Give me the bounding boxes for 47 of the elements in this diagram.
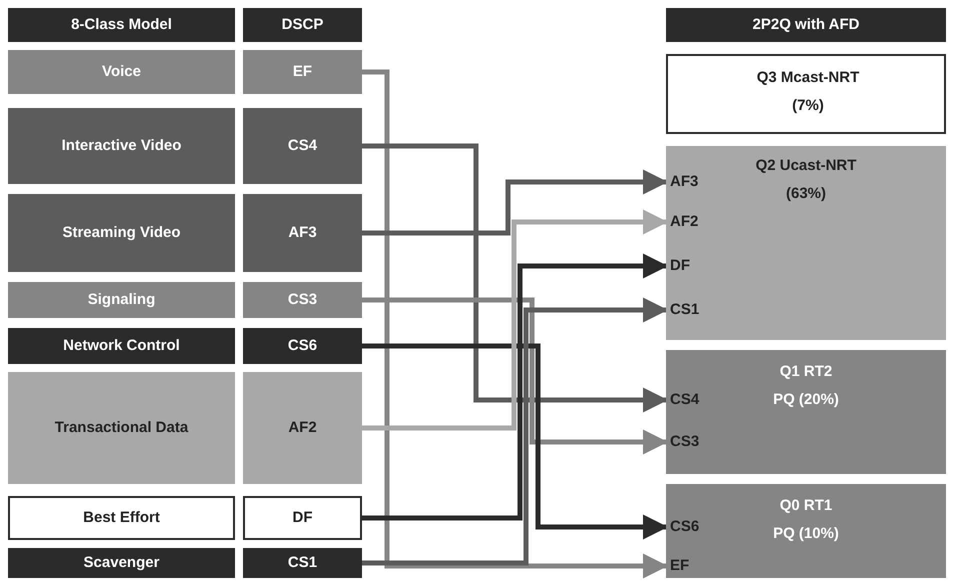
queue-title: (63%) <box>786 184 826 204</box>
class-box: Interactive Video <box>8 108 235 184</box>
column-header: 8-Class Model <box>8 8 235 42</box>
dscp-box: CS1 <box>243 548 362 578</box>
arrow <box>362 298 668 454</box>
queue-title: PQ (10%) <box>773 524 839 544</box>
arrow <box>362 344 668 540</box>
arrow <box>362 210 668 430</box>
column-header: DSCP <box>243 8 362 42</box>
arrow <box>362 298 668 566</box>
arrow <box>362 254 668 520</box>
queue-box <box>666 484 946 578</box>
dscp-box: CS6 <box>243 328 362 364</box>
queue-title: Q2 Ucast-NRT <box>756 156 856 176</box>
arrow <box>362 144 668 412</box>
class-box: Scavenger <box>8 548 235 578</box>
class-box: Signaling <box>8 282 235 318</box>
dscp-box: AF2 <box>243 372 362 484</box>
queue-label: CS3 <box>668 430 712 454</box>
class-box: Voice <box>8 50 235 94</box>
dscp-box: DF <box>243 496 362 540</box>
queue-label: AF2 <box>668 210 712 234</box>
dscp-box: AF3 <box>243 194 362 272</box>
column-header: 2P2Q with AFD <box>666 8 946 42</box>
arrow <box>362 170 668 236</box>
queue-label: CS1 <box>668 298 712 322</box>
queue-box <box>666 350 946 474</box>
queue-box <box>666 146 946 340</box>
queue-box <box>666 54 946 134</box>
dscp-box: CS4 <box>243 108 362 184</box>
class-box: Best Effort <box>8 496 235 540</box>
queue-title: (7%) <box>792 96 824 116</box>
queue-title: PQ (20%) <box>773 390 839 410</box>
dscp-box: CS3 <box>243 282 362 318</box>
queue-label: CS4 <box>668 388 712 412</box>
queue-label: EF <box>668 554 712 578</box>
class-box: Streaming Video <box>8 194 235 272</box>
arrow <box>362 70 668 578</box>
dscp-box: EF <box>243 50 362 94</box>
queue-label: AF3 <box>668 170 712 194</box>
class-box: Transactional Data <box>8 372 235 484</box>
queue-title: Q3 Mcast-NRT <box>756 68 860 88</box>
queue-label: DF <box>668 254 712 278</box>
queue-label: CS6 <box>668 515 712 539</box>
class-box: Network Control <box>8 328 235 364</box>
queue-title: Q0 RT1 <box>780 496 832 516</box>
queue-title: Q1 RT2 <box>780 362 832 382</box>
